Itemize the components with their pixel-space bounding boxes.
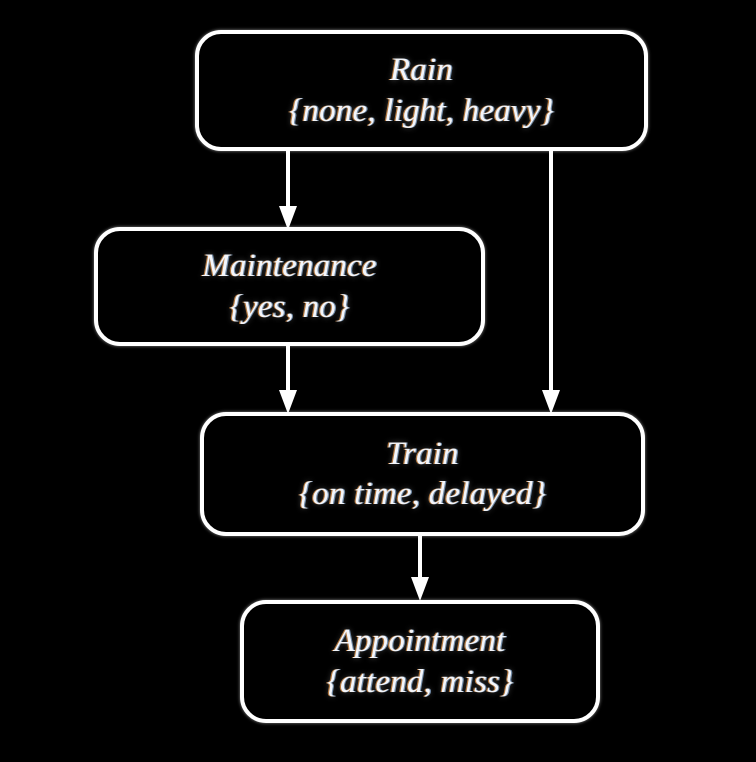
edge-maintenance-to-train: [262, 344, 316, 416]
edge-rain-to-maintenance: [262, 148, 316, 232]
node-maintenance-title: Maintenance: [202, 248, 377, 285]
node-rain[interactable]: Rain {none, light, heavy}: [195, 30, 648, 151]
node-maintenance-states: {yes, no}: [229, 288, 350, 325]
node-appointment-states: {attend, miss}: [326, 663, 514, 700]
edge-rain-to-train: [525, 148, 579, 416]
node-rain-title: Rain: [389, 52, 454, 89]
node-appointment-title: Appointment: [334, 623, 506, 660]
node-train-title: Train: [386, 435, 459, 472]
node-maintenance[interactable]: Maintenance {yes, no}: [94, 227, 485, 346]
node-train[interactable]: Train {on time, delayed}: [200, 412, 645, 536]
node-train-states: {on time, delayed}: [298, 476, 547, 512]
node-appointment[interactable]: Appointment {attend, miss}: [240, 600, 600, 723]
node-rain-states: {none, light, heavy}: [289, 92, 554, 129]
edge-train-to-appointment: [394, 533, 448, 603]
